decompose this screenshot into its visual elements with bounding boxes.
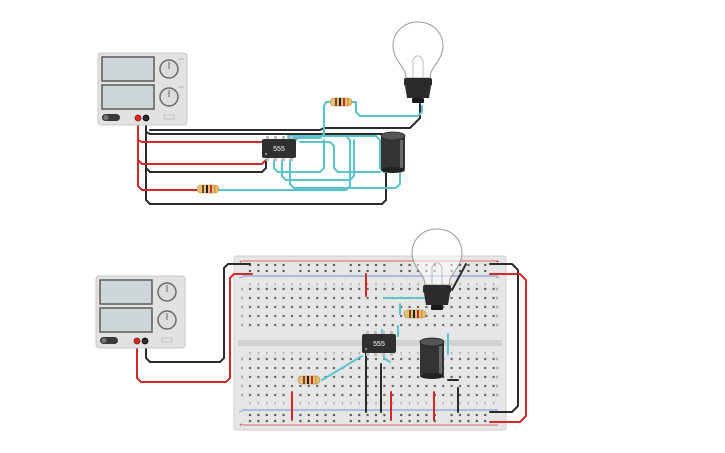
bottom-circuit: – + – + – + — [95, 228, 527, 431]
top-wires[interactable] — [137, 101, 423, 205]
capacitor-icon[interactable] — [419, 337, 445, 379]
resistor-icon[interactable] — [329, 97, 353, 107]
wire-black[interactable] — [149, 103, 421, 131]
wire-red[interactable] — [489, 273, 527, 423]
rail-sign: – — [239, 409, 243, 415]
wire-black[interactable] — [451, 263, 467, 291]
wire-black[interactable] — [489, 263, 519, 413]
wire-black[interactable] — [145, 263, 251, 363]
wire-cyan[interactable] — [287, 101, 331, 139]
ic-label: 555 — [273, 146, 285, 153]
ic-555-icon[interactable]: 555 — [262, 136, 296, 161]
light-bulb-icon[interactable] — [392, 21, 444, 103]
power-supply-icon[interactable] — [95, 275, 186, 349]
ic-label: 555 — [373, 341, 385, 348]
breadboard-markings — [241, 283, 499, 405]
wire-cyan[interactable] — [289, 159, 401, 189]
wire-cyan[interactable] — [273, 139, 325, 173]
top-circuit: 555 — [97, 21, 444, 205]
wire-cyan[interactable] — [295, 135, 389, 173]
ic-555-icon[interactable]: 555 — [362, 331, 396, 356]
bottom-wires[interactable] — [136, 263, 527, 423]
resistor-icon[interactable] — [196, 184, 220, 194]
power-supply-icon[interactable] — [97, 52, 188, 126]
capacitor-icon[interactable] — [380, 131, 406, 173]
wire-black[interactable] — [145, 127, 387, 205]
wire-red[interactable] — [137, 124, 199, 191]
rail-sign: + — [239, 423, 243, 429]
wire-cyan[interactable] — [321, 355, 363, 381]
wire-cyan[interactable] — [299, 141, 381, 173]
resistor-icon[interactable] — [403, 309, 427, 319]
rail-sign: – — [239, 275, 243, 281]
light-bulb-icon[interactable] — [411, 228, 463, 310]
wire-cyan[interactable] — [281, 139, 355, 181]
resistor-icon[interactable] — [297, 375, 321, 385]
wire-cyan[interactable] — [351, 101, 423, 117]
rail-sign: – — [496, 275, 500, 281]
wire-red[interactable] — [136, 273, 253, 383]
